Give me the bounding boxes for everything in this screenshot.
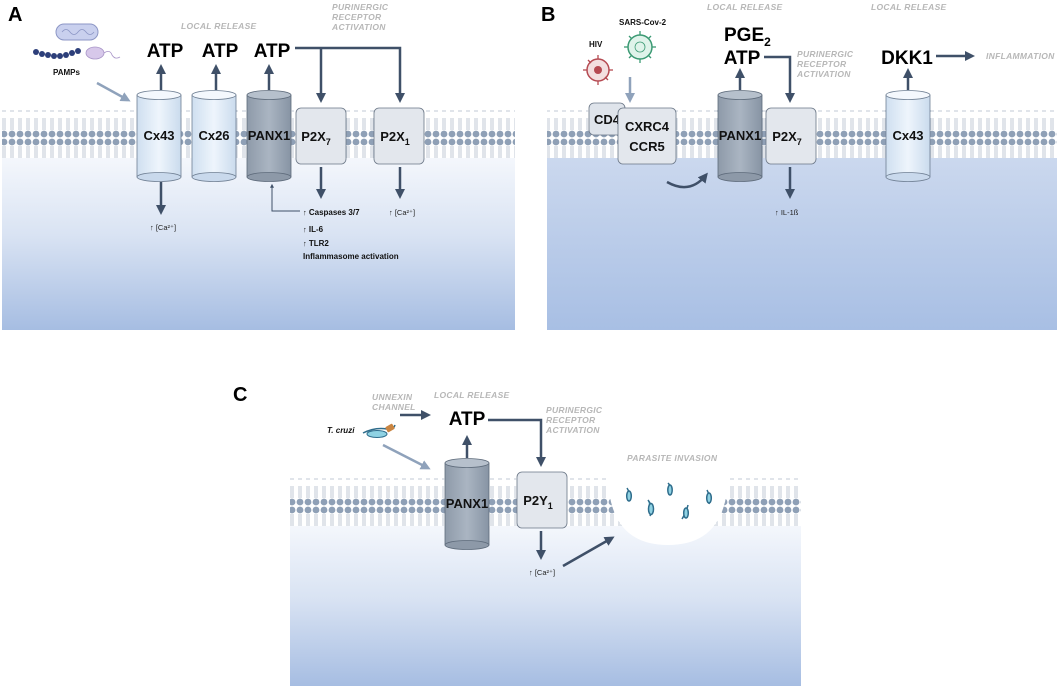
pge2-label: PGE2: [724, 25, 771, 49]
panx1-label-a: PANX1: [248, 128, 290, 143]
purinergic-label-c-3: ACTIVATION: [545, 425, 600, 435]
local-release-label-a: LOCAL RELEASE: [181, 21, 257, 31]
parasite-invasion-label: PARASITE INVASION: [627, 453, 718, 463]
purinergic-label-c-2: RECEPTOR: [546, 415, 596, 425]
effect-caspases: ↑ Caspases 3/7: [303, 208, 360, 217]
purinergic-label-b-2: RECEPTOR: [797, 59, 847, 69]
purinergic-label-a-1: PURINERGIC: [332, 2, 389, 12]
local-release-label-c: LOCAL RELEASE: [434, 390, 510, 400]
cytoplasm-a: [2, 158, 515, 330]
p2x7-receptor-b: P2X7: [765, 107, 817, 165]
t-cruzi-label: T. cruzi: [327, 426, 355, 435]
cxrc4-label: CXRC4: [625, 119, 670, 134]
purinergic-arrow-b: [764, 55, 795, 103]
t-cruzi-icon: [362, 423, 396, 438]
pamps-icon: [33, 23, 121, 60]
parasite-icons: [625, 482, 713, 520]
p2y1-label: P2Y1: [523, 493, 553, 511]
p2x7-label-a: P2X7: [301, 129, 331, 147]
dkk1-label: DKK1: [881, 48, 933, 69]
cx43-label-b: Cx43: [892, 128, 923, 143]
purinergic-label-b-1: PURINERGIC: [797, 49, 854, 59]
local-release-label-b-1: LOCAL RELEASE: [707, 2, 783, 12]
cytoplasm-c: [290, 526, 801, 686]
sars-cov-2-icon: [624, 31, 656, 63]
sars-label: SARS-Cov-2: [619, 18, 667, 27]
panel-b: B SARS-Cov-2 HIV CD4: [541, 2, 1057, 330]
panx1-label-b: PANX1: [719, 128, 761, 143]
cxrc4-ccr5-receptor: CXRC4 CCR5: [617, 107, 677, 165]
cx43-channel-b: Cx43: [885, 90, 931, 182]
atp-label-b: ATP: [724, 48, 761, 69]
panel-a: A PAMPs Cx43 Cx26: [2, 2, 515, 330]
atp-label-a-1: ATP: [147, 41, 184, 62]
panx1-channel-a: PANX1: [246, 90, 292, 182]
invasion-opening: [608, 470, 728, 484]
coreceptor-to-panx1-arrow: [666, 172, 708, 189]
panel-label-a: A: [8, 4, 22, 26]
cx26-channel: Cx26: [191, 90, 237, 182]
ca-to-invasion-arrow: [562, 536, 615, 568]
atp-label-a-2: ATP: [202, 41, 239, 62]
p2x1-receptor: P2X1: [373, 107, 425, 165]
panx1-channel-c: PANX1: [444, 458, 490, 550]
ca-label-c: ↑ [Ca²⁺]: [529, 568, 555, 577]
atp-label-c: ATP: [449, 409, 486, 430]
panx1-channel-b: PANX1: [717, 90, 763, 182]
purinergic-label-b-3: ACTIVATION: [796, 69, 851, 79]
purinergic-arrow-c: [488, 418, 546, 467]
effect-tlr2: ↑ TLR2: [303, 239, 329, 248]
ca-label-a-2: ↑ [Ca²⁺]: [389, 208, 415, 217]
ccr5-label: CCR5: [629, 139, 664, 154]
cytoplasm-b: [547, 158, 1057, 330]
hiv-label: HIV: [589, 40, 603, 49]
panx1-label-c: PANX1: [446, 496, 488, 511]
cx26-label: Cx26: [198, 128, 229, 143]
unnexin-label-2: CHANNEL: [372, 402, 416, 412]
cx43-channel-a: Cx43: [136, 90, 182, 182]
unnexin-label-1: UNNEXIN: [372, 392, 413, 402]
ca-label-a-1: ↑ [Ca²⁺]: [150, 223, 176, 232]
cd4-receptor: CD4: [588, 102, 626, 136]
effect-inflammasome: Inflammasome activation: [303, 252, 399, 261]
inflammation-label: INFLAMMATION: [986, 51, 1055, 61]
il1b-label: ↑ IL-1ß: [775, 208, 799, 217]
cx43-label-a: Cx43: [143, 128, 174, 143]
panel-label-c: C: [233, 384, 247, 406]
pamps-arrow: [96, 81, 131, 102]
purinergic-label-c-1: PURINERGIC: [546, 405, 603, 415]
purinergic-label-a-3: ACTIVATION: [331, 22, 386, 32]
atp-label-a-3: ATP: [254, 41, 291, 62]
purinergic-arrow-p2x1: [295, 46, 405, 103]
p2x1-label: P2X1: [380, 129, 410, 147]
p2x7-receptor-a: P2X7: [295, 107, 347, 165]
panel-label-b: B: [541, 4, 555, 26]
hiv-icon: [583, 55, 613, 85]
pamps-label: PAMPs: [53, 68, 81, 77]
cd4-label: CD4: [594, 112, 621, 127]
feedback-arrow-panx1: [270, 183, 300, 212]
tcruzi-to-panx1-arrow: [382, 443, 431, 470]
panel-c: C UNNEXIN CHANNEL LOCAL RELEASE ATP PURI…: [233, 384, 801, 686]
effect-il6: ↑ IL-6: [303, 225, 324, 234]
p2y1-receptor: P2Y1: [516, 471, 568, 529]
p2x7-label-b: P2X7: [772, 129, 802, 147]
invasion-vacuole: [608, 478, 728, 545]
local-release-label-b-2: LOCAL RELEASE: [871, 2, 947, 12]
purinergic-label-a-2: RECEPTOR: [332, 12, 382, 22]
